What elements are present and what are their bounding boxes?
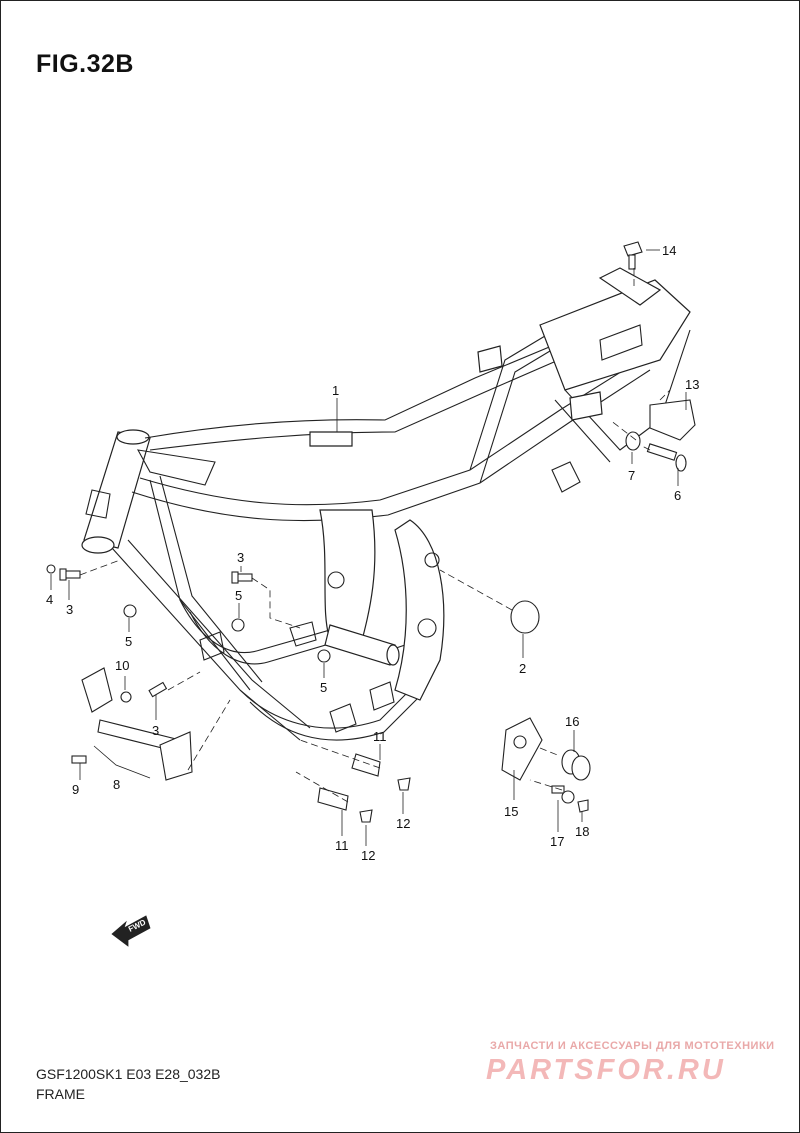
callout-9: 9	[72, 782, 79, 797]
callout-5: 5	[125, 634, 132, 649]
watermark-site: PARTSFOR.RU	[486, 1054, 726, 1086]
main-frame[interactable]	[81, 267, 691, 741]
callout-4: 4	[46, 592, 53, 607]
bolt-6[interactable]	[646, 443, 687, 472]
callout-10: 10	[115, 658, 129, 673]
callout-3: 3	[66, 602, 73, 617]
fwd-arrow-icon: FWD	[111, 915, 151, 947]
leader-lines	[50, 249, 687, 846]
callout-8: 8	[113, 777, 120, 792]
callout-14: 14	[662, 243, 676, 258]
bracket-13[interactable]	[649, 399, 696, 441]
callout-13: 13	[685, 377, 699, 392]
callout-3: 3	[152, 723, 159, 738]
callout-12: 12	[396, 816, 410, 831]
bolt-3c[interactable]	[148, 681, 168, 698]
callout-18: 18	[575, 824, 589, 839]
callout-12: 12	[361, 848, 375, 863]
bolt-17[interactable]	[551, 785, 575, 804]
callout-5: 5	[320, 680, 327, 695]
callout-11: 11	[335, 838, 349, 853]
bolt-3a[interactable]	[59, 568, 81, 581]
bolt-9[interactable]	[71, 755, 87, 764]
nut-12b[interactable]	[359, 809, 373, 823]
callout-17: 17	[550, 834, 564, 849]
washer-7[interactable]	[625, 431, 641, 451]
diagram-code: GSF1200SK1 E03 E28_032B	[36, 1066, 221, 1082]
callout-7: 7	[628, 468, 635, 483]
callout-3: 3	[237, 550, 244, 565]
bolt-14[interactable]	[623, 241, 643, 270]
nut-18[interactable]	[577, 799, 589, 813]
callout-6: 6	[674, 488, 681, 503]
bushing-16[interactable]	[561, 749, 591, 781]
bolt-11a[interactable]	[351, 753, 381, 777]
nut-5c[interactable]	[317, 649, 331, 663]
callout-1: 1	[332, 383, 339, 398]
callout-15: 15	[504, 804, 518, 819]
callout-5: 5	[235, 588, 242, 603]
callout-2: 2	[519, 661, 526, 676]
figure-title: FIG.32B	[36, 50, 134, 78]
nut-5a[interactable]	[123, 604, 137, 618]
nut-5b[interactable]	[231, 618, 245, 632]
cap-2[interactable]	[510, 600, 540, 634]
diagram-name: FRAME	[36, 1086, 85, 1102]
callout-11: 11	[373, 729, 387, 744]
callout-labels: 1 2 3 3 3 4 5 5 5 6 7 8 9 10 11 11 12 12…	[46, 243, 699, 863]
watermark-tagline: ЗАПЧАСТИ И АКСЕССУАРЫ ДЛЯ МОТОТЕХНИКИ	[490, 1040, 775, 1052]
bolt-11b[interactable]	[317, 787, 349, 811]
nut-4[interactable]	[46, 564, 56, 574]
callout-16: 16	[565, 714, 579, 729]
nut-12a[interactable]	[397, 777, 411, 791]
bracket-8[interactable]	[81, 667, 193, 781]
nut-10[interactable]	[120, 691, 132, 703]
bolt-3b[interactable]	[231, 571, 253, 584]
mount-bracket-15[interactable]	[501, 717, 543, 781]
